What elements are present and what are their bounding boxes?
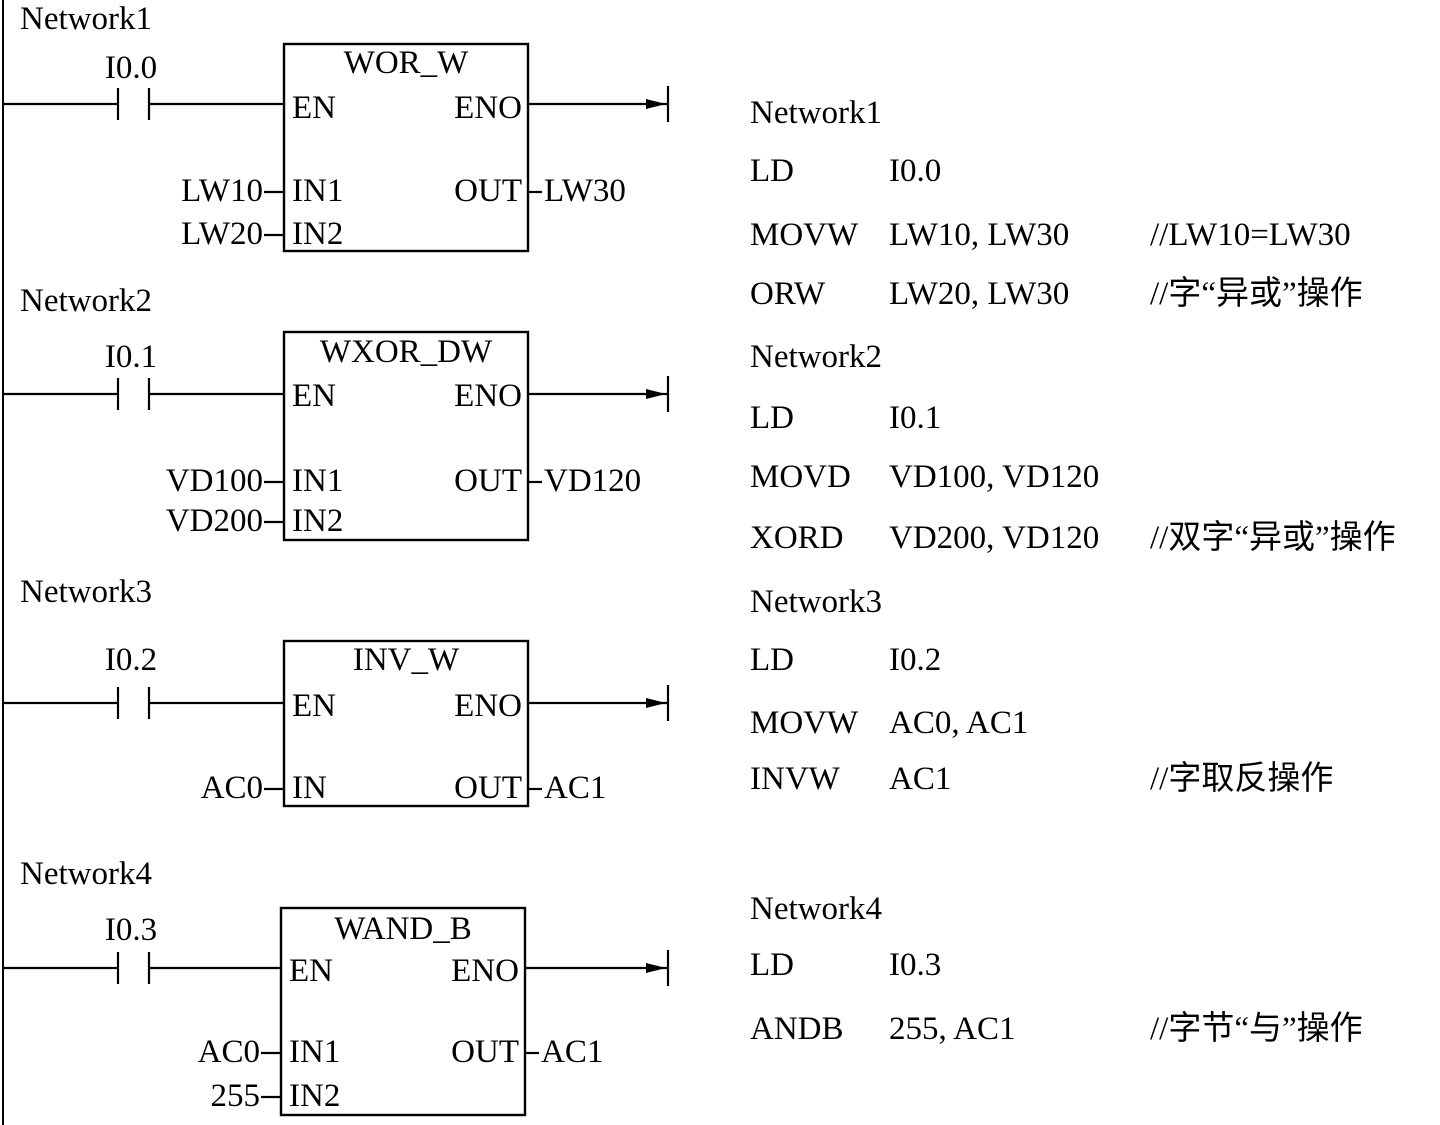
stl-comment: //字取反操作: [1150, 761, 1334, 797]
stl-operands: VD200, VD120: [889, 520, 1100, 556]
contact-label: I0.0: [104, 50, 158, 86]
stl-network-title: Network1: [750, 95, 882, 131]
stl-opcode: MOVD: [750, 459, 851, 495]
eno-arrowhead: [646, 389, 666, 399]
en-pin-label: EN: [292, 90, 336, 126]
function-block: [282, 639, 530, 808]
contact-label: I0.3: [104, 912, 158, 948]
input-pin-label: IN1: [292, 173, 344, 209]
stl-opcode: LD: [750, 153, 794, 189]
stl-comment: //字节“与”操作: [1150, 1011, 1363, 1047]
input-operand: 255: [210, 1078, 261, 1114]
input-pin-label: IN1: [292, 463, 344, 499]
stl-opcode: INVW: [750, 761, 840, 797]
stl-network-title: Network3: [750, 584, 882, 620]
stl-operands: AC0, AC1: [889, 705, 1029, 741]
stl-opcode: LD: [750, 400, 794, 436]
stl-opcode: ANDB: [750, 1011, 844, 1047]
stl-operands: I0.1: [889, 400, 942, 436]
input-operand: AC0: [200, 770, 263, 806]
network-title: Network3: [20, 574, 152, 610]
input-pin-label: IN: [292, 770, 327, 806]
input-pin-label: IN2: [289, 1078, 341, 1114]
stl-opcode: LD: [750, 947, 794, 983]
stl-network-title: Network2: [750, 339, 882, 375]
stl-network-title: Network4: [750, 891, 882, 927]
en-pin-label: EN: [292, 688, 336, 724]
function-block: [282, 42, 530, 253]
stl-comment: //双字“异或”操作: [1150, 520, 1396, 556]
input-operand: VD200: [165, 503, 263, 539]
stl-operands: VD100, VD120: [889, 459, 1100, 495]
stl-opcode: ORW: [750, 276, 826, 312]
input-pin-label: IN1: [289, 1034, 341, 1070]
stl-operands: I0.0: [889, 153, 942, 189]
input-operand: LW10: [181, 173, 263, 209]
eno-pin-label: ENO: [454, 90, 522, 126]
eno-pin-label: ENO: [454, 378, 522, 414]
stl-operands: LW20, LW30: [889, 276, 1070, 312]
eno-arrowhead: [646, 99, 666, 109]
stl-operands: 255, AC1: [889, 1011, 1016, 1047]
output-pin-label: OUT: [454, 770, 522, 806]
output-operand: AC1: [541, 1034, 604, 1070]
output-pin-label: OUT: [451, 1034, 519, 1070]
eno-arrowhead: [646, 698, 666, 708]
eno-arrowhead: [646, 963, 666, 973]
function-block: [282, 330, 530, 542]
stl-opcode: XORD: [750, 520, 844, 556]
stl-opcode: MOVW: [750, 705, 859, 741]
input-operand: LW20: [181, 216, 263, 252]
left-power-rail: [2, 0, 4, 1125]
stl-operands: LW10, LW30: [889, 217, 1070, 253]
output-operand: LW30: [544, 173, 626, 209]
input-operand: VD100: [165, 463, 263, 499]
input-pin-label: IN2: [292, 503, 344, 539]
output-pin-label: OUT: [454, 173, 522, 209]
stl-opcode: MOVW: [750, 217, 859, 253]
network-title: Network4: [20, 856, 152, 892]
eno-pin-label: ENO: [451, 953, 519, 989]
stl-comment: //LW10=LW30: [1150, 217, 1351, 253]
stl-comment: //字“异或”操作: [1150, 276, 1363, 312]
eno-pin-label: ENO: [454, 688, 522, 724]
output-operand: VD120: [544, 463, 642, 499]
input-operand: AC0: [197, 1034, 260, 1070]
network-title: Network1: [20, 1, 152, 37]
block-name: WAND_B: [334, 911, 472, 947]
network-title: Network2: [20, 283, 152, 319]
en-pin-label: EN: [289, 953, 333, 989]
output-pin-label: OUT: [454, 463, 522, 499]
contact-label: I0.1: [104, 339, 158, 375]
block-name: INV_W: [352, 642, 460, 678]
stl-operands: AC1: [889, 761, 952, 797]
block-name: WXOR_DW: [319, 334, 493, 370]
en-pin-label: EN: [292, 378, 336, 414]
stl-operands: I0.2: [889, 642, 942, 678]
function-block: [279, 906, 527, 1117]
stl-operands: I0.3: [889, 947, 942, 983]
input-pin-label: IN2: [292, 216, 344, 252]
block-name: WOR_W: [343, 45, 469, 81]
output-operand: AC1: [544, 770, 607, 806]
contact-label: I0.2: [104, 642, 158, 678]
stl-opcode: LD: [750, 642, 794, 678]
